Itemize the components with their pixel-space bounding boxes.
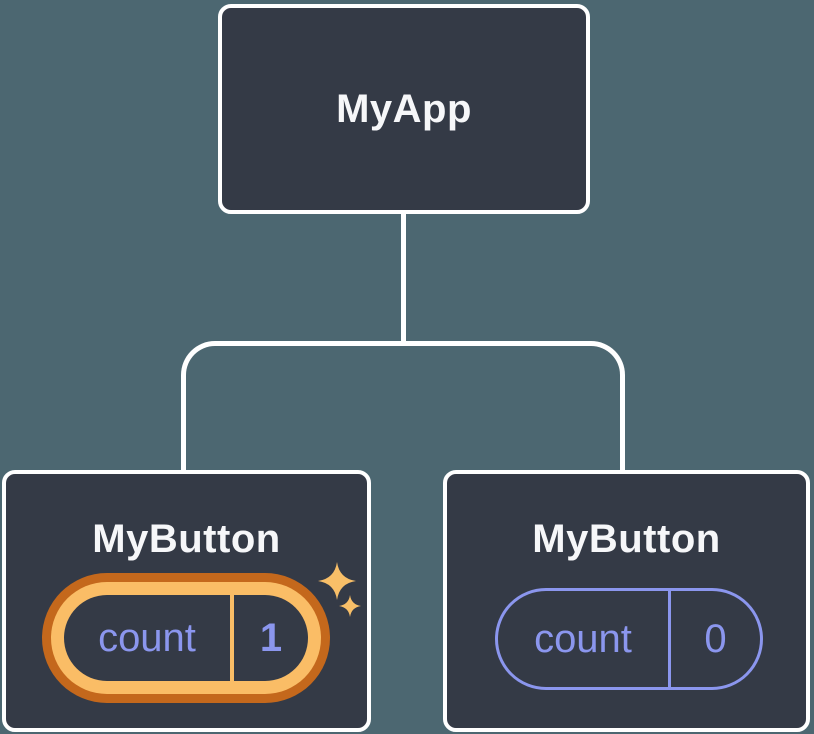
state-name-text: count [98,615,196,660]
sparkle-icon [318,562,361,617]
state-pill-plain: count 0 [495,588,763,690]
state-value-text: 0 [704,616,727,661]
connector-branch-bracket [181,341,625,476]
node-myapp-label: MyApp [336,86,472,131]
state-value-cell: 1 [234,595,308,681]
connector-root-stem [401,210,406,346]
node-mybutton-right: MyButton count 0 [443,470,810,732]
state-name-text: count [534,616,632,661]
state-pill-divider [668,591,671,687]
node-mybutton-left: MyButton count 1 [2,470,371,732]
node-myapp: MyApp [218,4,590,214]
state-value-text: 1 [259,615,283,660]
state-value-cell: 0 [671,591,760,687]
state-name-cell: count [498,591,668,687]
state-pill-highlighted: count 1 [42,573,330,703]
state-name-cell: count [64,595,230,681]
state-pill-divider [230,595,234,681]
node-mybutton-left-label: MyButton [92,517,281,561]
state-pill-body: count 1 [64,595,308,681]
state-pill-highlight-ring: count 1 [51,582,321,694]
node-mybutton-right-label: MyButton [532,517,721,561]
